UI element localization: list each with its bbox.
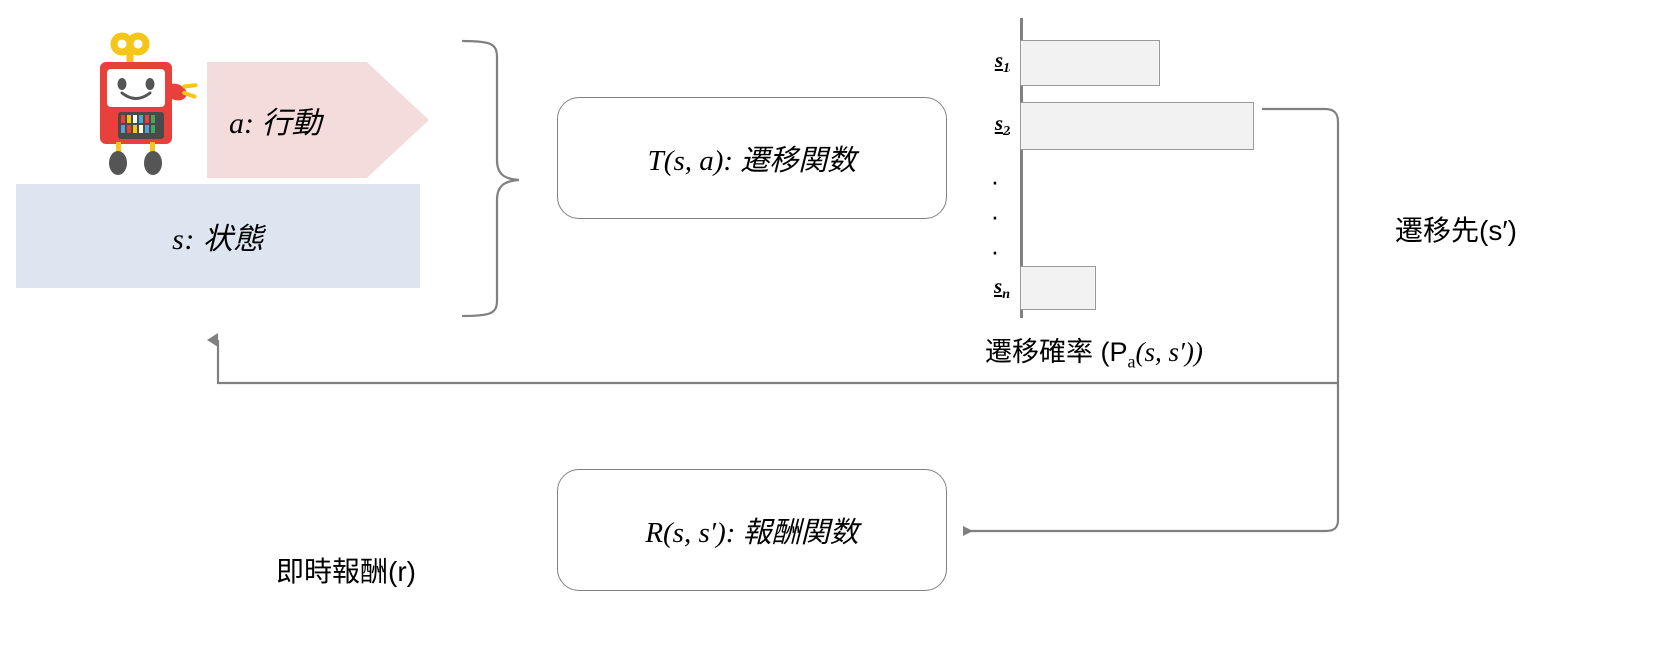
bar-label-s1: s1: [994, 48, 1010, 77]
action-block: a: 行動: [207, 62, 429, 178]
robot-icon: [92, 30, 202, 180]
chart-caption-sub: a: [1127, 351, 1136, 372]
transition-probability-chart: s1 s2 · · · sn: [962, 18, 1382, 338]
bar-s2: [1020, 102, 1254, 150]
reward-function-label: R(s, s′): 報酬関数: [645, 517, 859, 549]
chart-caption-prefix: 遷移確率 (P: [985, 337, 1128, 367]
chart-caption: 遷移確率 (Pa(s, s′)): [985, 330, 1345, 372]
action-label: a: 行動: [229, 107, 322, 140]
group-brace: [461, 39, 520, 318]
transition-function-box: T(s, a): 遷移関数: [557, 97, 947, 219]
chart-ellipsis-dot-1: ·: [990, 166, 1000, 196]
bar-label-sn: sn: [994, 274, 1010, 303]
bar-label-s2: s2: [994, 111, 1010, 140]
bar-s1: [1020, 40, 1160, 86]
transition-function-label: T(s, a): 遷移関数: [647, 145, 857, 177]
chart-axis: [1020, 18, 1023, 318]
chart-ellipsis-dot-3: ·: [990, 236, 1000, 266]
chart-ellipsis-dot-2: ·: [990, 201, 1000, 231]
next-state-label: 遷移先(s′): [1395, 215, 1517, 246]
chart-caption-suffix: (s, s′)): [1135, 337, 1203, 367]
immediate-reward-label: 即時報酬(r): [276, 556, 416, 587]
state-block: s: 状態: [16, 184, 420, 288]
bar-sn: [1020, 266, 1096, 310]
state-label: s: 状態: [172, 223, 264, 256]
reward-function-box: R(s, s′): 報酬関数: [557, 469, 947, 591]
